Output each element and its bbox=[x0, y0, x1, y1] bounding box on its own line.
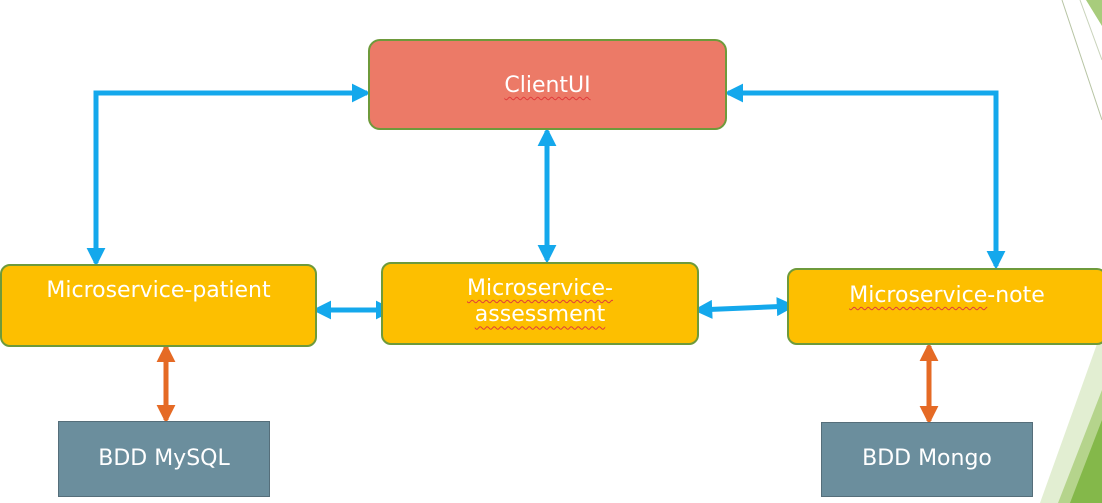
client-ui-box: ClientUI bbox=[368, 39, 727, 130]
database-mysql-box: BDD MySQL bbox=[58, 421, 270, 497]
microservice-assessment-label-line2: assessment bbox=[474, 302, 606, 328]
microservice-patient-label: Microservice-patient bbox=[46, 278, 271, 303]
microservice-assessment-label-line1: Microservice- bbox=[467, 276, 613, 301]
decoration-line bbox=[1079, 0, 1102, 61]
decoration-line bbox=[1061, 0, 1102, 121]
database-mysql-label: BDD MySQL bbox=[98, 445, 230, 471]
client-ui-label: ClientUI bbox=[504, 73, 591, 98]
microservice-note-box: Microservice-note bbox=[787, 268, 1102, 345]
arrow-assessment-note bbox=[693, 297, 796, 319]
arrow-note-client bbox=[724, 83, 1006, 270]
decoration-triangle-top bbox=[1086, 0, 1102, 26]
microservice-note-label: Microservice-note bbox=[849, 283, 1045, 309]
database-mongo-box: BDD Mongo bbox=[821, 422, 1033, 497]
decoration-triangle-dark bbox=[1070, 420, 1102, 503]
microservice-note-label-main: Microservice bbox=[849, 283, 988, 308]
microservice-note-label-suffix: -note bbox=[987, 283, 1045, 308]
microservice-patient-box: Microservice-patient bbox=[0, 264, 317, 347]
microservice-assessment-box: Microservice- assessment bbox=[381, 262, 699, 345]
arrow-patient-client bbox=[86, 83, 371, 267]
database-mongo-label: BDD Mongo bbox=[862, 446, 992, 472]
